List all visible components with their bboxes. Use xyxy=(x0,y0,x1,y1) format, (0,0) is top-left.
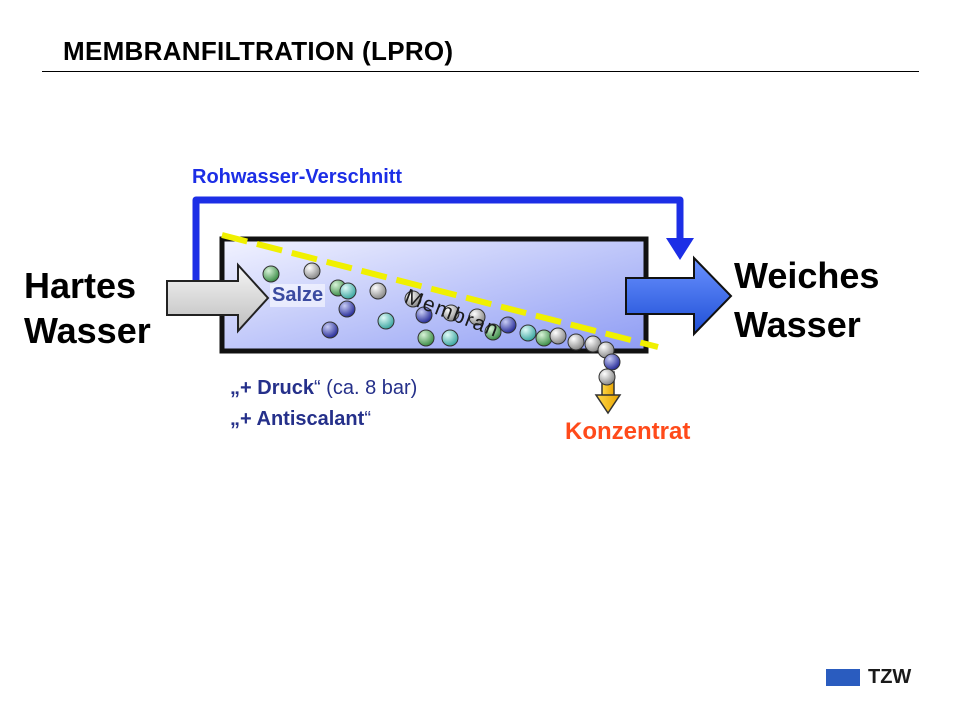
inlet-arrow xyxy=(166,262,270,334)
bypass-arrowhead xyxy=(666,238,694,260)
process-conditions: „+ Druck“ (ca. 8 bar) „+ Antiscalant“ xyxy=(230,373,417,435)
salt-particle xyxy=(417,329,435,347)
salt-particle xyxy=(441,329,459,347)
bypass-line xyxy=(192,196,684,282)
title-divider xyxy=(42,71,919,72)
salt-particles xyxy=(262,262,621,386)
salt-particle xyxy=(338,300,356,318)
condition-pressure: „+ Druck“ (ca. 8 bar) xyxy=(230,377,418,399)
salt-particle xyxy=(519,324,537,342)
membrane-line xyxy=(221,232,659,350)
concentrate-label: Konzentrat xyxy=(565,418,691,445)
salt-particle xyxy=(549,327,567,345)
salt-particle xyxy=(484,323,502,341)
salt-particle xyxy=(262,265,280,283)
salt-particle xyxy=(369,282,387,300)
inlet-label: Hartes Wasser xyxy=(24,263,151,353)
salt-particle xyxy=(442,304,460,322)
salt-particle xyxy=(303,262,321,280)
salt-particle xyxy=(535,329,553,347)
concentrate-arrowhead xyxy=(594,394,622,415)
condition-antiscalant: „+ Antiscalant“ xyxy=(230,408,371,430)
outlet-label-line: Weiches xyxy=(734,255,880,296)
salt-particle xyxy=(598,368,616,386)
outlet-label-line: Wasser xyxy=(734,304,861,345)
salt-particle xyxy=(339,282,357,300)
inlet-label-line: Hartes xyxy=(24,265,137,306)
salt-particle xyxy=(468,308,486,326)
salts-label: Salze xyxy=(270,284,326,307)
salt-particle xyxy=(499,316,517,334)
bypass-label: Rohwasser-Verschnitt xyxy=(192,166,403,188)
salt-particle xyxy=(321,321,339,339)
page-title: MEMBRANFILTRATION (LPRO) xyxy=(63,36,454,66)
salt-particle xyxy=(603,353,621,371)
salt-particle xyxy=(415,306,433,324)
salt-particle xyxy=(567,333,585,351)
outlet-label: Weiches Wasser xyxy=(734,251,879,349)
inlet-label-line: Wasser xyxy=(24,310,151,351)
outlet-arrow xyxy=(625,255,733,337)
logo-text: TZW xyxy=(868,666,912,688)
salt-particle xyxy=(377,312,395,330)
salt-particle xyxy=(404,290,422,308)
tzw-logo: TZW xyxy=(826,665,936,689)
logo-bar xyxy=(826,669,860,686)
